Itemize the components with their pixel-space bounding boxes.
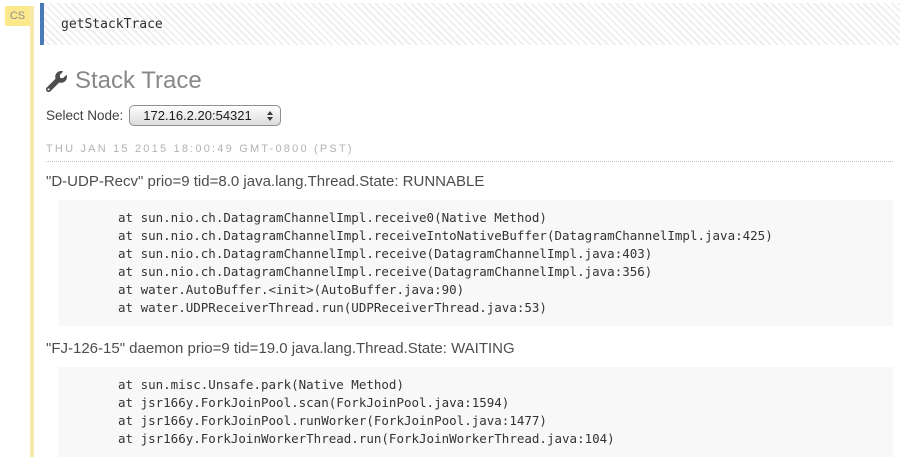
stack-frame: at sun.nio.ch.DatagramChannelImpl.receiv…	[118, 228, 773, 243]
stack-frame: at sun.nio.ch.DatagramChannelImpl.receiv…	[118, 210, 547, 225]
page-title: Stack Trace	[46, 67, 893, 95]
page-title-text: Stack Trace	[75, 67, 202, 94]
stack-frame: at jsr166y.ForkJoinPool.runWorker(ForkJo…	[118, 413, 547, 428]
thread-header: "FJ-126-15" daemon prio=9 tid=19.0 java.…	[46, 340, 515, 357]
cell-input-text[interactable]: getStackTrace	[61, 16, 163, 32]
cell-active-indicator	[30, 6, 34, 457]
stack-frame: at sun.nio.ch.DatagramChannelImpl.receiv…	[118, 246, 653, 261]
wrench-icon	[46, 70, 67, 92]
node-selector-row: Select Node: 172.16.2.20:54321	[46, 105, 893, 126]
node-select-value: 172.16.2.20:54321	[143, 108, 252, 123]
stack-frame: at jsr166y.ForkJoinWorkerThread.run(Fork…	[118, 431, 615, 446]
threads: "D-UDP-Recv" prio=9 tid=8.0 java.lang.Th…	[46, 173, 893, 457]
stack-frame: at water.UDPReceiverThread.run(UDPReceiv…	[118, 300, 547, 315]
stack-frame: at sun.nio.ch.DatagramChannelImpl.receiv…	[118, 264, 653, 279]
thread-section: "D-UDP-Recv" prio=9 tid=8.0 java.lang.Th…	[46, 173, 893, 326]
cell-type-badge[interactable]: CS	[5, 6, 30, 26]
thread-header: "D-UDP-Recv" prio=9 tid=8.0 java.lang.Th…	[46, 173, 485, 190]
thread-section: "FJ-126-15" daemon prio=9 tid=19.0 java.…	[46, 340, 893, 457]
thread-frames: at sun.nio.ch.DatagramChannelImpl.receiv…	[58, 200, 893, 326]
stack-frame: at sun.misc.Unsafe.park(Native Method)	[118, 377, 404, 392]
cell-input[interactable]: getStackTrace	[40, 3, 900, 45]
node-select[interactable]: 172.16.2.20:54321	[129, 105, 281, 126]
thread-frames: at sun.misc.Unsafe.park(Native Method) at…	[58, 367, 893, 457]
timestamp: THU JAN 15 2015 18:00:49 GMT-0800 (PST)	[46, 143, 893, 162]
select-node-label: Select Node:	[46, 108, 124, 123]
select-stepper-icon	[266, 110, 273, 121]
stack-frame: at jsr166y.ForkJoinPool.scan(ForkJoinPoo…	[118, 395, 510, 410]
stack-frame: at water.AutoBuffer.<init>(AutoBuffer.ja…	[118, 282, 465, 297]
cell-output: Stack Trace Select Node: 172.16.2.20:543…	[46, 67, 893, 457]
